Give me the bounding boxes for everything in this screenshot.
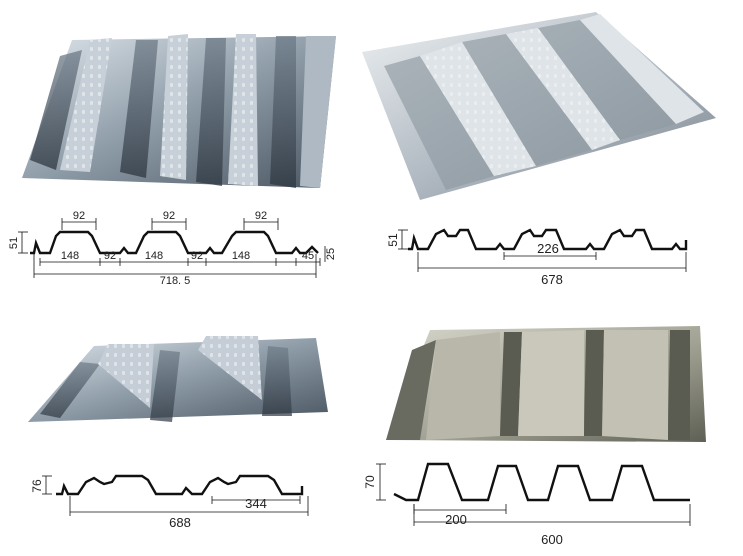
dim-label: 92 bbox=[191, 250, 203, 262]
dim-label: 148 bbox=[61, 250, 79, 262]
deck-profile-1 bbox=[30, 230, 319, 255]
deck-profile-3 bbox=[56, 474, 304, 496]
dim-label: 51 bbox=[8, 237, 20, 249]
profile-diagram-4: 70 200 600 bbox=[363, 462, 691, 547]
dim-label: 45 bbox=[302, 250, 314, 262]
dim-label: 148 bbox=[232, 250, 250, 262]
photo-deck-sheet-1 bbox=[22, 34, 336, 188]
photo-deck-sheet-3 bbox=[28, 336, 328, 422]
profile-diagram-2: 51 226 678 bbox=[386, 228, 688, 287]
photo-deck-sheet-2 bbox=[362, 12, 716, 200]
dim-label: 688 bbox=[169, 515, 191, 530]
dim-label: 51 bbox=[386, 233, 400, 247]
dim-label: 344 bbox=[245, 496, 267, 511]
dim-label: 718. 5 bbox=[160, 275, 191, 287]
dim-label: 200 bbox=[445, 512, 467, 527]
deck-profile-2 bbox=[408, 228, 688, 251]
dim-label: 678 bbox=[541, 272, 563, 287]
dim-label: 92 bbox=[104, 250, 116, 262]
dim-label: 92 bbox=[255, 210, 267, 222]
dim-label: 92 bbox=[163, 210, 175, 222]
dim-label: 92 bbox=[73, 210, 85, 222]
dim-label: 148 bbox=[145, 250, 163, 262]
photo-deck-sheet-4 bbox=[386, 326, 706, 442]
dim-label: 25 bbox=[325, 248, 337, 260]
dim-label: 600 bbox=[541, 532, 563, 547]
dim-label: 70 bbox=[363, 475, 377, 489]
deck-profile-4 bbox=[393, 462, 690, 502]
dim-label: 76 bbox=[30, 479, 44, 493]
profile-diagram-3: 76 344 688 bbox=[30, 474, 309, 530]
dim-label: 226 bbox=[537, 241, 559, 256]
profile-diagram-1: 92 92 92 51 148 92 148 92 148 45 25 718.… bbox=[8, 210, 337, 287]
